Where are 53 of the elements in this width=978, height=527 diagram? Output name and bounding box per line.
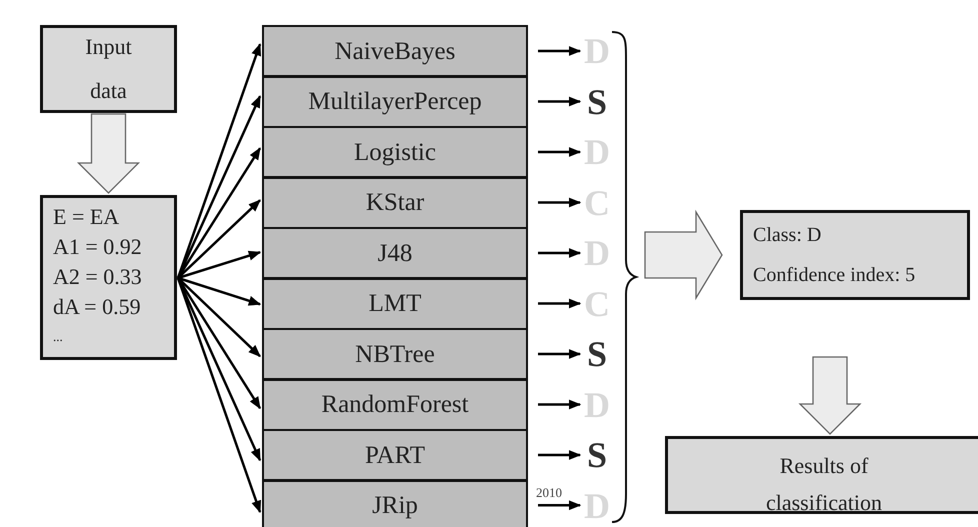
process-box [665, 436, 978, 514]
process-box [262, 25, 528, 77]
box-text: NaiveBayes [334, 36, 456, 66]
process-box [262, 429, 528, 481]
process-box [262, 126, 528, 178]
block-arrow [76, 113, 140, 194]
block-arrow [798, 356, 862, 435]
arrow [538, 46, 582, 56]
vote-letter: S [586, 333, 608, 376]
box-text: J48 [376, 238, 414, 268]
box-text: JRip [371, 490, 419, 521]
arrow [538, 198, 582, 208]
arrow [538, 500, 582, 510]
box-text: ... [53, 330, 63, 343]
arrow [538, 248, 582, 258]
box-text: MultilayerPercep [307, 87, 483, 117]
box-text: KStar [364, 188, 426, 218]
arrow [178, 276, 262, 306]
process-box [262, 480, 528, 527]
box-text: A2 = 0.33 [53, 266, 142, 288]
box-text: Confidence index: 5 [753, 265, 916, 285]
arrow [538, 400, 582, 410]
process-box [262, 378, 528, 430]
process-box [40, 195, 177, 360]
arrow [538, 349, 582, 359]
box-text: LMT [368, 289, 422, 319]
year-label: 2010 [536, 486, 562, 499]
box-text: dA = 0.59 [53, 296, 141, 318]
arrow [538, 450, 582, 460]
block-arrow [644, 210, 723, 300]
box-text: A1 = 0.92 [53, 236, 142, 258]
box-text: Input [84, 36, 133, 58]
box-text: NBTree [354, 340, 436, 370]
process-box [262, 328, 528, 380]
box-text: RandomForest [320, 390, 470, 420]
box-text: Logistic [353, 138, 437, 168]
vote-letter: S [586, 80, 608, 124]
box-text: Results of classification [764, 452, 884, 518]
arrow [538, 147, 582, 157]
box-text: Class: D [753, 225, 822, 245]
process-box [262, 76, 528, 128]
process-box [262, 227, 528, 279]
arrow [538, 298, 582, 308]
box-text: E = EA [53, 206, 120, 228]
box-text: PART [364, 440, 426, 470]
arrow [178, 250, 262, 280]
process-box [40, 25, 177, 113]
process-box [262, 278, 528, 330]
process-box [740, 210, 970, 300]
box-text: data [89, 80, 128, 102]
arrow [538, 96, 582, 106]
process-box [262, 176, 528, 228]
vote-letter: S [586, 434, 608, 477]
